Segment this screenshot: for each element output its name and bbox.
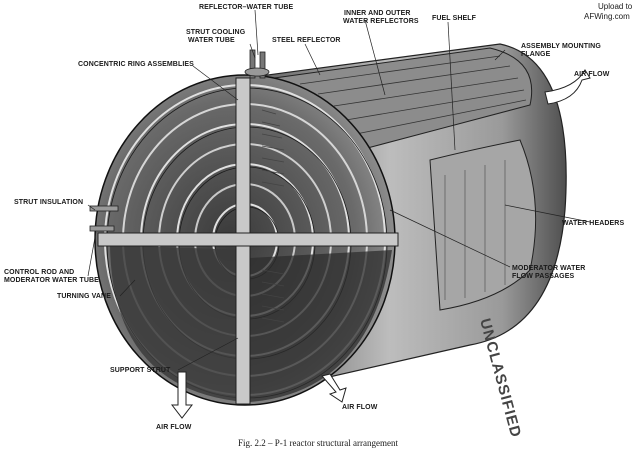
label-steel-reflector: STEEL REFLECTOR [272, 37, 341, 44]
air-flow-arrow-left [170, 371, 194, 419]
strut-corrugations [261, 109, 285, 323]
label-concentric-ring: CONCENTRIC RING ASSEMBLIES [78, 61, 194, 68]
label-moderator-1: MODERATOR WATER [512, 265, 585, 272]
label-control-rod-2: MODERATOR WATER TUBE [4, 277, 99, 284]
diagram-labels: REFLECTOR–WATER TUBE STRUT COOLING WATER… [4, 4, 624, 431]
air-flow-arrow-top [544, 69, 591, 105]
label-assembly-mounting-1: ASSEMBLY MOUNTING [521, 43, 601, 50]
label-moderator-2: FLOW PASSAGES [512, 273, 574, 280]
air-flow-arrow-bottom [321, 373, 347, 403]
label-control-rod-1: CONTROL ROD AND [4, 269, 74, 276]
label-reflector-water-tube: REFLECTOR–WATER TUBE [199, 4, 294, 11]
label-air-flow-bottom: AIR FLOW [342, 404, 378, 411]
label-strut-cooling-1: STRUT COOLING [186, 29, 246, 36]
label-assembly-mounting-2: FLANGE [521, 51, 551, 58]
label-air-flow-bottom-left: AIR FLOW [156, 424, 192, 431]
label-support-strut: SUPPORT STRUT [110, 367, 171, 374]
watermark-line1: Upload to [598, 2, 633, 11]
top-tubes [244, 49, 270, 79]
leader-lines [87, 9, 591, 371]
label-water-headers: WATER HEADERS [562, 220, 624, 227]
interior-cavity-right [250, 250, 392, 402]
label-inner-outer-1: INNER AND OUTER [344, 10, 411, 17]
figure-caption: Fig. 2.2 – P-1 reactor structural arrang… [238, 438, 398, 448]
header-lines [444, 160, 506, 300]
label-strut-cooling-2: WATER TUBE [188, 37, 235, 44]
reactor-illustration [89, 43, 591, 419]
label-inner-outer-2: WATER REFLECTORS [343, 18, 419, 25]
horizontal-strut [97, 232, 399, 247]
label-strut-insulation: STRUT INSULATION [14, 199, 83, 206]
water-header-panels [429, 139, 537, 311]
interior-cavity [110, 245, 245, 402]
air-flow-arrows [170, 69, 591, 419]
label-fuel-shelf: FUEL SHELF [432, 15, 477, 22]
label-air-flow-top: AIR FLOW [574, 71, 610, 78]
watermark-line2: AFWing.com [584, 12, 630, 21]
reflector-lines [299, 55, 527, 135]
control-rod-tubes [89, 205, 119, 232]
label-turning-vane: TURNING VANE [57, 293, 111, 300]
